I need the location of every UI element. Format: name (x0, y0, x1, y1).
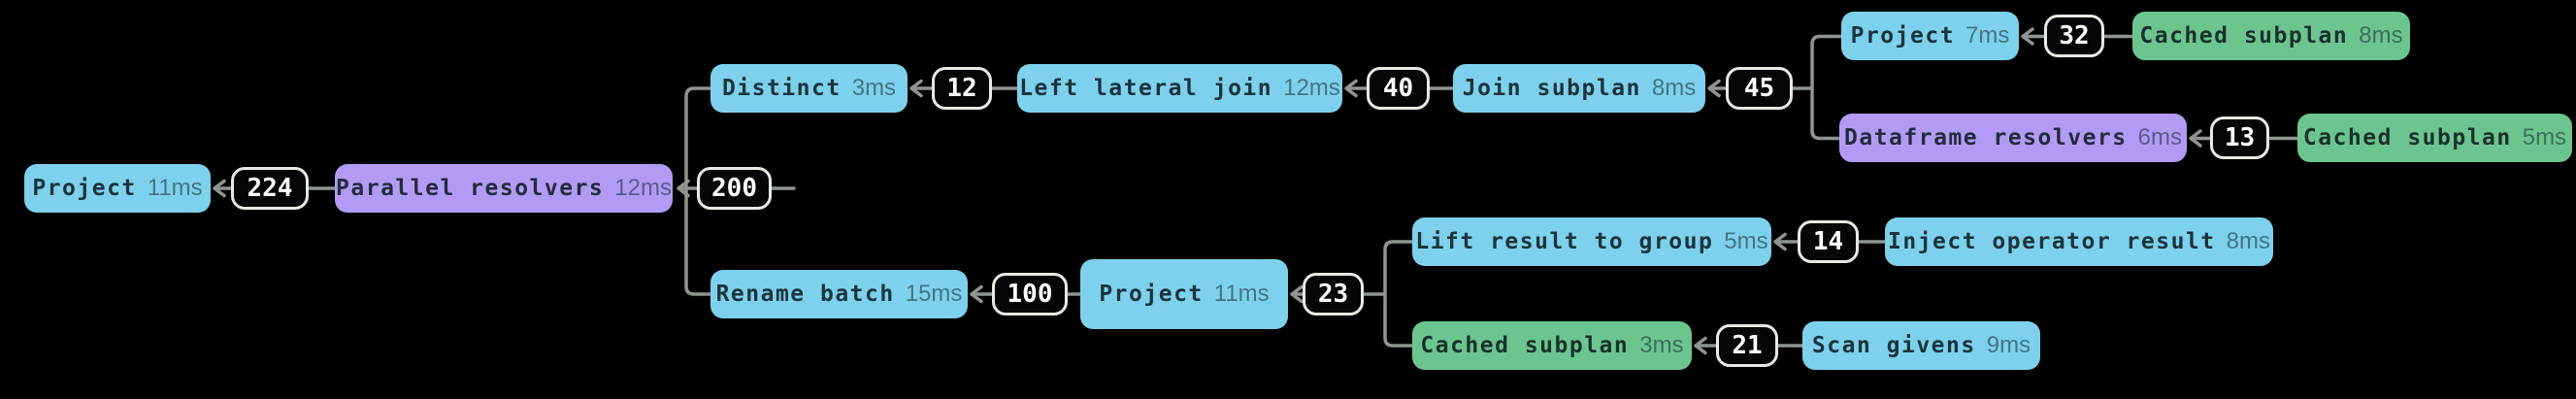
node-label: Distinct (721, 76, 842, 101)
node-duration: 11ms (147, 175, 203, 201)
node-lift-result-to-group[interactable]: Lift result to group 5ms (1412, 217, 1771, 266)
node-label: Cached subplan (2302, 125, 2512, 150)
branch-trunk-lines (684, 34, 1843, 348)
node-project-2[interactable]: Project 7ms (1841, 12, 2019, 60)
node-inject-operator-result[interactable]: Inject operator result 8ms (1885, 217, 2273, 266)
node-label: Project (1850, 23, 1956, 49)
node-label: Dataframe resolvers (1844, 125, 2128, 150)
node-duration: 5ms (1724, 228, 1768, 254)
node-duration: 11ms (1213, 281, 1270, 307)
node-label: Parallel resolvers (336, 176, 605, 201)
node-project[interactable]: Project 11ms (24, 164, 211, 213)
edge-count-badge-45: 45 (1726, 67, 1793, 110)
node-cached-subplan-2[interactable]: Cached subplan 5ms (2297, 114, 2572, 162)
node-label: Cached subplan (2139, 23, 2349, 49)
node-duration: 8ms (1651, 75, 1697, 101)
edge-count-badge-40: 40 (1367, 67, 1430, 110)
node-label: Cached subplan (1420, 333, 1630, 358)
edge-count-badge-12: 12 (932, 67, 992, 110)
node-label: Project (1099, 282, 1204, 307)
node-rename-batch[interactable]: Rename batch 15ms (710, 270, 968, 318)
node-duration: 8ms (2226, 228, 2270, 254)
edge-connector-lines (215, 34, 2299, 348)
node-duration: 12ms (614, 175, 672, 201)
edge-count-badge-32: 32 (2044, 15, 2104, 57)
node-distinct[interactable]: Distinct 3ms (710, 64, 908, 113)
edge-count-badge-23: 23 (1303, 273, 1364, 316)
node-duration: 6ms (2137, 124, 2182, 150)
edge-count-badge-21: 21 (1716, 324, 1778, 367)
node-duration: 9ms (1986, 332, 2031, 358)
node-duration: 15ms (905, 281, 963, 307)
node-label: Scan givens (1811, 333, 1976, 358)
node-duration: 12ms (1283, 75, 1340, 101)
edge-count-badge-224: 224 (231, 167, 309, 210)
node-duration: 8ms (2359, 22, 2403, 49)
node-label: Join subplan (1462, 76, 1641, 101)
node-label: Rename batch (715, 282, 895, 307)
node-parallel-resolvers[interactable]: Parallel resolvers 12ms (335, 164, 673, 213)
node-dataframe-resolvers[interactable]: Dataframe resolvers 6ms (1839, 114, 2187, 162)
node-cached-subplan-3[interactable]: Cached subplan 3ms (1412, 321, 1692, 370)
node-label: Left lateral join (1019, 76, 1273, 101)
node-duration: 3ms (1639, 332, 1684, 358)
node-project-3[interactable]: Project 11ms (1080, 259, 1288, 329)
node-label: Lift result to group (1415, 229, 1714, 254)
edge-count-badge-100: 100 (992, 273, 1068, 316)
node-label: Inject operator result (1888, 229, 2216, 254)
node-join-subplan[interactable]: Join subplan 8ms (1453, 64, 1705, 113)
node-duration: 5ms (2522, 124, 2567, 150)
node-left-lateral-join[interactable]: Left lateral join 12ms (1017, 64, 1342, 113)
edge-count-badge-14: 14 (1798, 220, 1859, 263)
node-duration: 7ms (1965, 22, 2010, 49)
edge-count-badge-200: 200 (697, 167, 772, 210)
node-duration: 3ms (851, 75, 897, 101)
edge-count-badge-13: 13 (2210, 116, 2269, 159)
node-label: Project (32, 176, 137, 201)
arrow-left-icons (213, 27, 2202, 355)
node-scan-givens[interactable]: Scan givens 9ms (1802, 321, 2040, 370)
node-cached-subplan-1[interactable]: Cached subplan 8ms (2132, 12, 2410, 60)
